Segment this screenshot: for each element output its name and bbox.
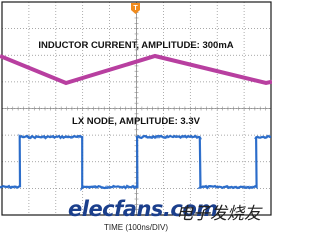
- inductor-current-trace: [0, 53, 272, 86]
- trigger-marker-icon: T: [131, 3, 140, 14]
- watermark-text: elecfans.com: [68, 197, 218, 221]
- lx-node-label: LX NODE, AMPLITUDE: 3.3V: [72, 116, 201, 127]
- scope-frame: [1, 1, 272, 216]
- watermark-text-cn: 电子发烧友: [176, 204, 261, 224]
- lx-node-trace-noise: [0, 135, 272, 189]
- lx-node-trace-group: [0, 133, 272, 192]
- watermark-logo: elecfans.com 电子发烧友: [68, 197, 272, 233]
- oscilloscope-plot: INDUCTOR CURRENT, AMPLITUDE: 300mA LX NO…: [0, 1, 272, 232]
- trigger-marker-label: T: [133, 5, 138, 12]
- inductor-current-label: INDUCTOR CURRENT, AMPLITUDE: 300mA: [38, 40, 233, 51]
- x-axis-label: TIME (100ns/DIV): [104, 223, 168, 232]
